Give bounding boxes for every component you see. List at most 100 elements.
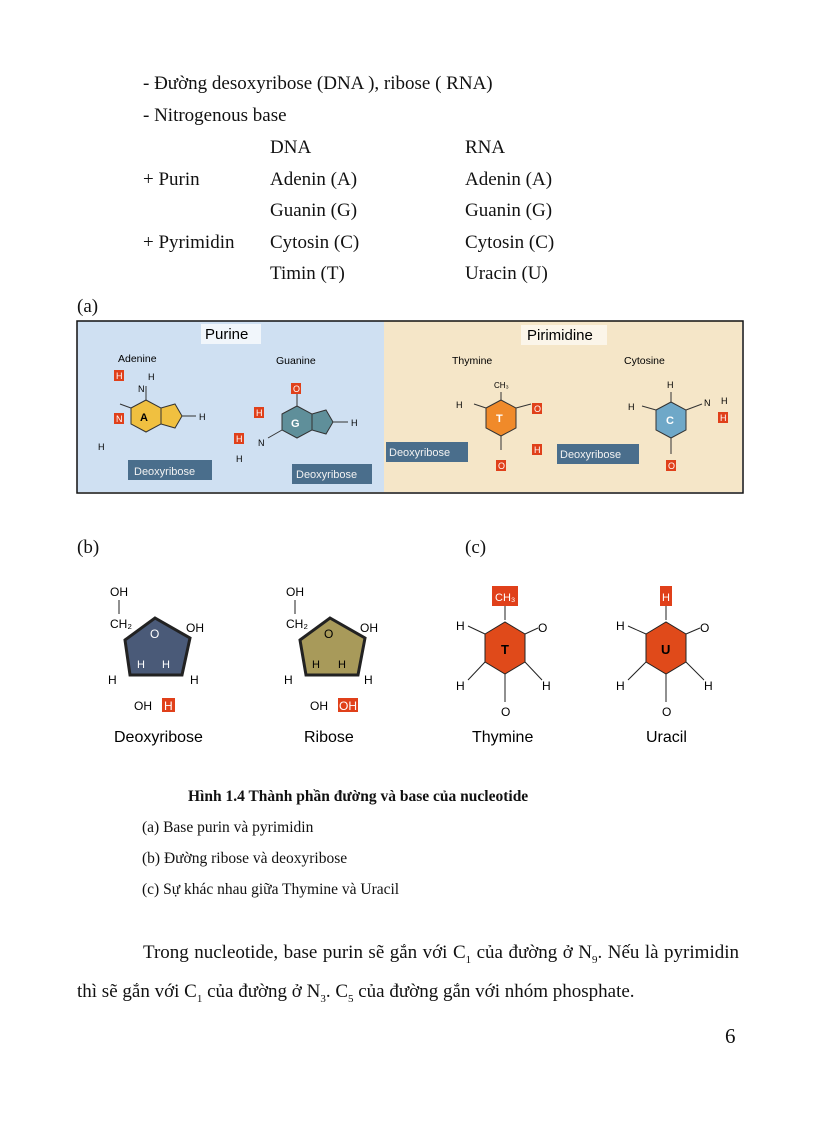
svg-text:O: O — [293, 384, 300, 394]
svg-text:H: H — [364, 673, 373, 687]
svg-text:H: H — [108, 673, 117, 687]
row-rna: Cytosin (C) — [465, 232, 555, 253]
svg-text:N: N — [258, 438, 265, 448]
base-line: - Nitrogenous base — [143, 105, 287, 126]
guanine-label: Guanine — [276, 355, 316, 367]
svg-text:O: O — [498, 461, 505, 471]
sub-caption-b: (b) Đường ribose và deoxyribose — [142, 850, 348, 867]
svg-text:CH₃: CH₃ — [495, 592, 515, 604]
ribose-structure: OH CH₂ O OH H H H H OH OH Ribose — [284, 585, 378, 746]
svg-text:H: H — [148, 372, 155, 382]
row-dna: Adenin (A) — [270, 169, 358, 190]
sub-caption-c: (c) Sự khác nhau giữa Thymine và Uracil — [142, 881, 400, 898]
row-rna: Guanin (G) — [465, 200, 553, 221]
thymine-ring-letter: T — [496, 413, 503, 425]
svg-text:O: O — [668, 461, 675, 471]
svg-text:H: H — [721, 396, 728, 406]
svg-text:O: O — [700, 621, 709, 635]
svg-text:H: H — [98, 442, 105, 452]
deoxyribose-label: Deoxyribose — [560, 449, 621, 461]
row-label: + Pyrimidin — [143, 232, 235, 253]
svg-text:O: O — [150, 627, 159, 641]
svg-text:N: N — [116, 414, 123, 424]
row-dna: Guanin (G) — [270, 200, 358, 221]
svg-text:O: O — [324, 627, 333, 641]
svg-text:O: O — [534, 404, 541, 414]
svg-text:H: H — [190, 673, 199, 687]
svg-text:H: H — [137, 659, 145, 671]
cytosine-label: Cytosine — [624, 355, 665, 367]
header-dna: DNA — [270, 137, 312, 158]
svg-text:H: H — [116, 371, 123, 381]
row-dna: Timin (T) — [270, 263, 345, 284]
svg-text:H: H — [284, 673, 293, 687]
uracil-structure: H U H O H H O Uracil — [616, 586, 713, 746]
svg-text:H: H — [236, 434, 243, 444]
svg-text:H: H — [456, 679, 465, 693]
header-rna: RNA — [465, 137, 506, 158]
svg-text:H: H — [616, 619, 625, 633]
thymine-caption: Thymine — [472, 729, 533, 746]
svg-text:H: H — [667, 380, 674, 390]
svg-text:O: O — [538, 621, 547, 635]
deoxyribose-caption: Deoxyribose — [114, 729, 203, 746]
guanine-ring-letter: G — [291, 418, 300, 430]
adenine-label: Adenine — [118, 353, 157, 365]
sub-caption-a: (a) Base purin và pyrimidin — [142, 819, 314, 836]
svg-text:H: H — [456, 400, 463, 410]
svg-text:H: H — [542, 679, 551, 693]
svg-text:CH₂: CH₂ — [110, 617, 132, 631]
panel-c-figure: CH₃ T H O H H O Thymine H U H O H H O Ur… — [456, 586, 713, 746]
deoxyribose-label: Deoxyribose — [134, 466, 195, 478]
svg-text:CH₂: CH₂ — [286, 617, 308, 631]
purine-title: Purine — [205, 326, 248, 343]
svg-text:OH: OH — [286, 585, 304, 599]
svg-text:H: H — [162, 659, 170, 671]
panel-b-figure: OH CH₂ O OH H H H H OH H Deoxyribose OH … — [108, 585, 378, 746]
svg-text:H: H — [704, 679, 713, 693]
svg-text:OH: OH — [310, 699, 328, 713]
svg-text:H: H — [534, 445, 541, 455]
uracil-ring-letter: U — [661, 642, 670, 657]
svg-text:OH: OH — [360, 621, 378, 635]
svg-text:OH: OH — [339, 699, 357, 713]
pyrimidine-background — [384, 321, 742, 492]
cytosine-ring-letter: C — [666, 415, 674, 427]
thymine-structure: CH₃ T H O H H O Thymine — [456, 586, 551, 746]
panel-a-figure: Purine Pirimidine Adenine Guanine Thymin… — [76, 320, 744, 494]
svg-text:O: O — [662, 705, 671, 719]
svg-text:OH: OH — [110, 585, 128, 599]
uracil-caption: Uracil — [646, 729, 687, 746]
sugar-line: - Đường desoxyribose (DNA ), ribose ( RN… — [143, 73, 493, 94]
svg-text:CH₃: CH₃ — [494, 381, 509, 390]
svg-text:OH: OH — [186, 621, 204, 635]
deoxyribose-label: Deoxyribose — [389, 447, 450, 459]
svg-text:H: H — [164, 699, 173, 713]
svg-text:H: H — [351, 418, 358, 428]
figure-caption: Hình 1.4 Thành phần đường và base của nu… — [188, 788, 529, 805]
figure-label-a: (a) — [77, 296, 99, 317]
svg-text:O: O — [501, 705, 510, 719]
thymine-label: Thymine — [452, 355, 492, 367]
adenine-molecule: A H HN N HH — [98, 370, 206, 452]
svg-text:H: H — [256, 408, 263, 418]
ribose-caption: Ribose — [304, 729, 354, 746]
svg-text:N: N — [138, 384, 145, 394]
thymine-ring-letter: T — [501, 642, 509, 657]
svg-text:N: N — [704, 398, 711, 408]
row-rna: Adenin (A) — [465, 169, 553, 190]
svg-text:H: H — [456, 619, 465, 633]
svg-text:H: H — [662, 592, 670, 604]
svg-text:H: H — [628, 402, 635, 412]
row-rna: Uracin (U) — [465, 263, 548, 284]
thymine-molecule: T CH₃ H O H O — [456, 381, 542, 471]
row-label: + Purin — [143, 169, 200, 190]
svg-text:H: H — [616, 679, 625, 693]
page-number: 6 — [725, 1024, 736, 1048]
svg-text:H: H — [236, 454, 243, 464]
figure-label-b: (b) — [77, 537, 100, 558]
svg-text:H: H — [199, 412, 206, 422]
svg-text:H: H — [338, 659, 346, 671]
svg-text:H: H — [312, 659, 320, 671]
